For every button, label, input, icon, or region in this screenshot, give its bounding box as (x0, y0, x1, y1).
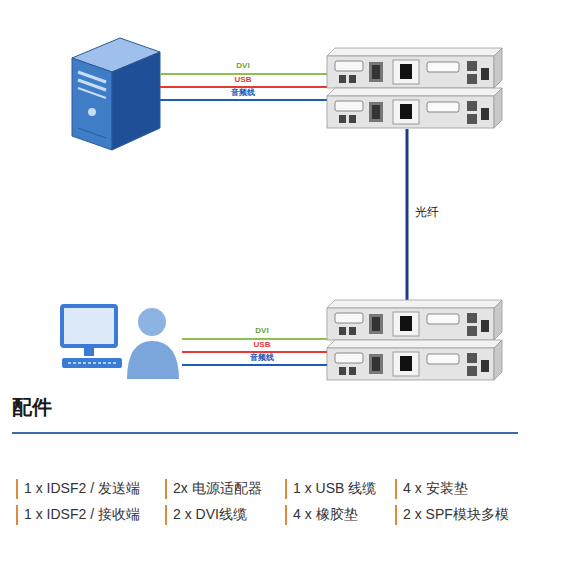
section-rule (12, 432, 518, 434)
signal-label: USB (233, 76, 254, 85)
audio-wire (182, 364, 327, 366)
signal-label: DVI (253, 327, 270, 336)
dvi-wire (160, 73, 327, 75)
table-bars (17, 479, 396, 525)
section-heading: 配件 (12, 396, 52, 418)
signal-label: 音频线 (248, 354, 276, 363)
table-cell: 1 x IDSF2 / 接收端 (24, 507, 140, 522)
transmitter-device (327, 48, 502, 128)
table-cell: 1 x USB 线缆 (293, 481, 376, 496)
signal-label: USB (252, 341, 273, 350)
audio-wire (160, 99, 327, 101)
pc-tower (72, 38, 160, 150)
table-cell: 2x 电源适配器 (173, 481, 262, 496)
dvi-wire (182, 338, 327, 340)
table-cell: 2 x SPF模块多模 (403, 507, 509, 522)
table-cell: 4 x 橡胶垫 (293, 507, 358, 522)
table-cell: 1 x IDSF2 / 发送端 (24, 481, 140, 496)
usb-wire (182, 351, 327, 353)
usb-wire (160, 86, 327, 88)
fiber-line (406, 129, 409, 300)
signal-label: 音频线 (229, 89, 257, 98)
receiver-device (327, 300, 502, 380)
table-cell: 4 x 安装垫 (403, 481, 468, 496)
user-icon (62, 306, 180, 380)
signal-label: DVI (234, 62, 251, 71)
table-cell: 2 x DVI线缆 (173, 507, 247, 522)
fiber-label: 光纤 (415, 206, 439, 219)
